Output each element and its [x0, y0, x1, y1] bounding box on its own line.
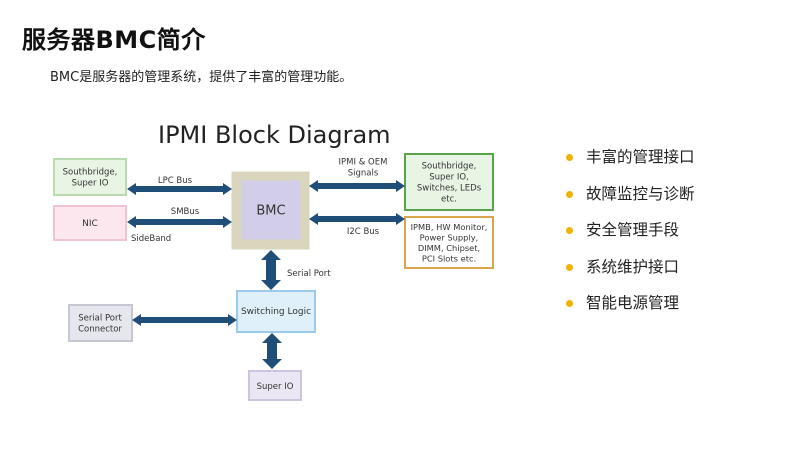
- diagram-text-line: Super IO: [72, 178, 109, 188]
- switching-super-io-arrow: [262, 333, 282, 369]
- diagram-text-line: Serial Port: [78, 313, 122, 323]
- serial-port-connector-box: [68, 304, 133, 342]
- diagram-text-line: Power Supply,: [420, 233, 479, 243]
- serial-connector-arrow: [132, 314, 237, 326]
- bmc-inner-box: [241, 180, 301, 240]
- list-item-label: 故障监控与诊断: [586, 184, 695, 203]
- smbus-arrow: [127, 216, 232, 228]
- switching-logic-box: [236, 290, 316, 333]
- diagram-text-line: NIC: [82, 219, 98, 229]
- list-item-label: 安全管理手段: [586, 221, 680, 239]
- list-item: 故障监控与诊断: [566, 180, 695, 217]
- diagram-text-line: IPMB, HW Monitor,: [411, 222, 488, 232]
- list-item-label: 智能电源管理: [586, 294, 680, 312]
- ipmi-oem-arrow: [309, 180, 405, 192]
- diagram-text-line: etc.: [441, 194, 457, 204]
- bullet-dot: [566, 227, 573, 234]
- bullet-dot: [566, 154, 573, 161]
- diagram-text-line: Southbridge,: [63, 167, 118, 177]
- diagram-title: IPMI Block Diagram: [158, 121, 391, 149]
- diagram-text-line: PCI Slots etc.: [422, 254, 476, 264]
- diagram-text-line: Southbridge,: [422, 161, 477, 171]
- smbus-label: SMBus: [171, 207, 200, 217]
- slide-subtitle: BMC是服务器的管理系统，提供了丰富的管理功能。: [50, 70, 353, 85]
- southbridge-left-label: Southbridge,Super IO: [63, 167, 118, 188]
- serial-port-arrow: [261, 250, 281, 290]
- bullet-dot: [566, 263, 573, 271]
- southbridge-right-box: [404, 153, 494, 211]
- super-io-box: [248, 370, 302, 401]
- bullet-dot: [566, 190, 573, 198]
- list-item: 智能电源管理: [566, 289, 695, 326]
- southbridge-left-box: [53, 158, 127, 196]
- i2c-bus-label: I2C Bus: [347, 227, 380, 237]
- diagram-text-line: Switches, LEDs: [417, 183, 482, 193]
- serial-port-label: Serial Port: [287, 269, 331, 279]
- diagram-text-line: Super IO,: [429, 172, 469, 182]
- sideband-label: SideBand: [131, 234, 171, 244]
- super-io-label: Super IO: [257, 382, 294, 392]
- ipmb-label: IPMB, HW Monitor,Power Supply,DIMM, Chip…: [411, 222, 488, 264]
- diagram-text-line: Signals: [348, 168, 379, 178]
- lpc-bus-label: LPC Bus: [158, 176, 193, 186]
- nic-box: [53, 205, 127, 241]
- diagram-text-line: Connector: [78, 324, 122, 334]
- diagram-text-line: DIMM, Chipset,: [418, 243, 480, 253]
- feature-list: 丰富的管理接口 故障监控与诊断 安全管理手段 系统维护接口 智能电源管理: [566, 143, 695, 326]
- diagram-text-line: IPMI & OEM: [339, 157, 388, 167]
- nic-label: NIC: [82, 219, 98, 229]
- switching-logic-label: Switching Logic: [241, 307, 311, 317]
- bullet-dot: [566, 300, 573, 307]
- list-item-label: 丰富的管理接口: [586, 148, 695, 166]
- list-item: 丰富的管理接口: [566, 143, 695, 180]
- bmc-label: BMC: [256, 204, 285, 219]
- list-item-label: 系统维护接口: [586, 257, 680, 276]
- slide-title: 服务器BMC简介: [22, 26, 206, 54]
- diagram-text-line: Switching Logic: [241, 307, 311, 317]
- diagram-text-line: BMC: [256, 204, 285, 219]
- ipmb-box: [404, 216, 494, 269]
- i2c-bus-arrow: [309, 213, 405, 225]
- list-item: 安全管理手段: [566, 216, 695, 253]
- lpc-bus-arrow: [127, 183, 232, 195]
- diagram-text-line: Super IO: [257, 382, 294, 392]
- list-item: 系统维护接口: [566, 253, 695, 290]
